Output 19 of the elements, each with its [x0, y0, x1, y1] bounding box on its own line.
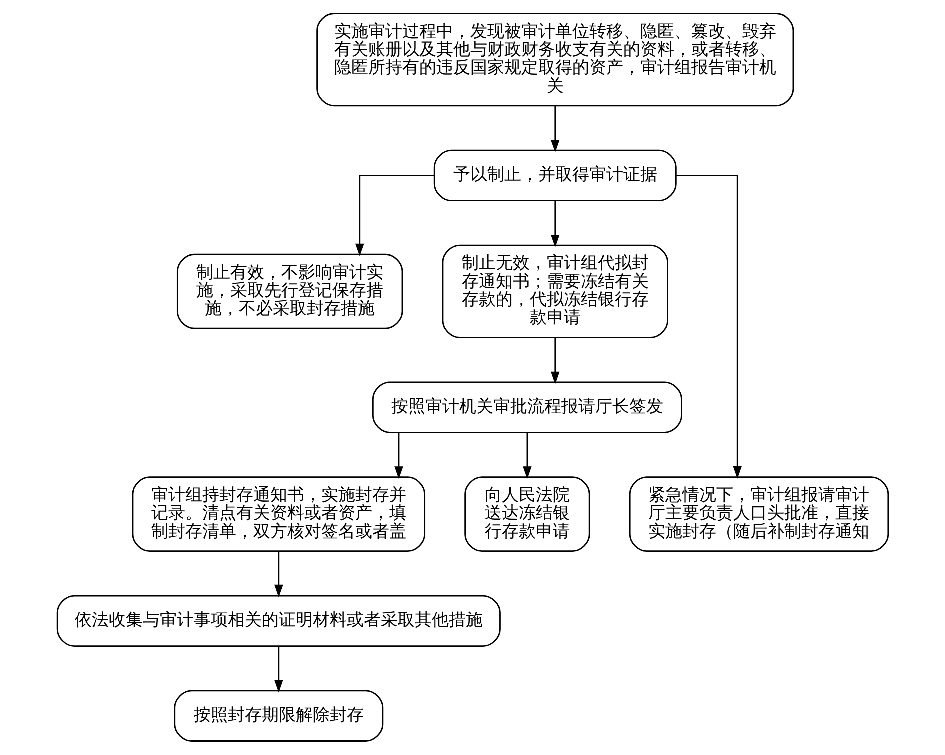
arrow — [550, 200, 560, 248]
node-box: 制止有效，不影响审计实施，采取先行登记保存措施，不必采取封存措施 — [176, 254, 403, 330]
node-box: 按照封存期限解除封存 — [174, 690, 384, 742]
arrow — [550, 106, 560, 153]
node-box: 实施审计过程中，发现被审计单位转移、隐匿、篡改、毁弃有关账册以及其他与财政财务收支有关的资料，或者转移、隐匿所持有的违反国家规定取得的资产，审计组报告审计机关 — [316, 13, 794, 107]
node-box: 依法收集与审计事项相关的证明材料或者采取其他措施 — [56, 595, 500, 647]
node-box: 向人民法院送达冻结银行存款申请 — [464, 476, 590, 552]
arrow — [522, 432, 532, 480]
node-box: 制止无效，审计组代拟封存通知书；需要冻结有关存款的，代拟冻结银行存款申请 — [442, 244, 668, 338]
node-box: 审计组持封存通知书，实施封存并记录。清点有关资料或者资产，填制封存清单，双方核对签名或者盖 — [132, 476, 426, 552]
node-box: 予以制止，并取得审计证据 — [433, 150, 676, 202]
arrow — [274, 646, 283, 693]
node-box: 紧急情况下，审计组报请审计厅主要负责人口头批准，直接实施封存（随后补制封存通知 — [628, 476, 889, 552]
arrow — [676, 175, 742, 479]
arrow — [550, 338, 560, 384]
node-box: 按照审计机关审批流程报请厅长签发 — [372, 382, 682, 434]
arrow — [394, 432, 403, 480]
arrow — [355, 175, 434, 256]
arrow — [274, 552, 283, 598]
